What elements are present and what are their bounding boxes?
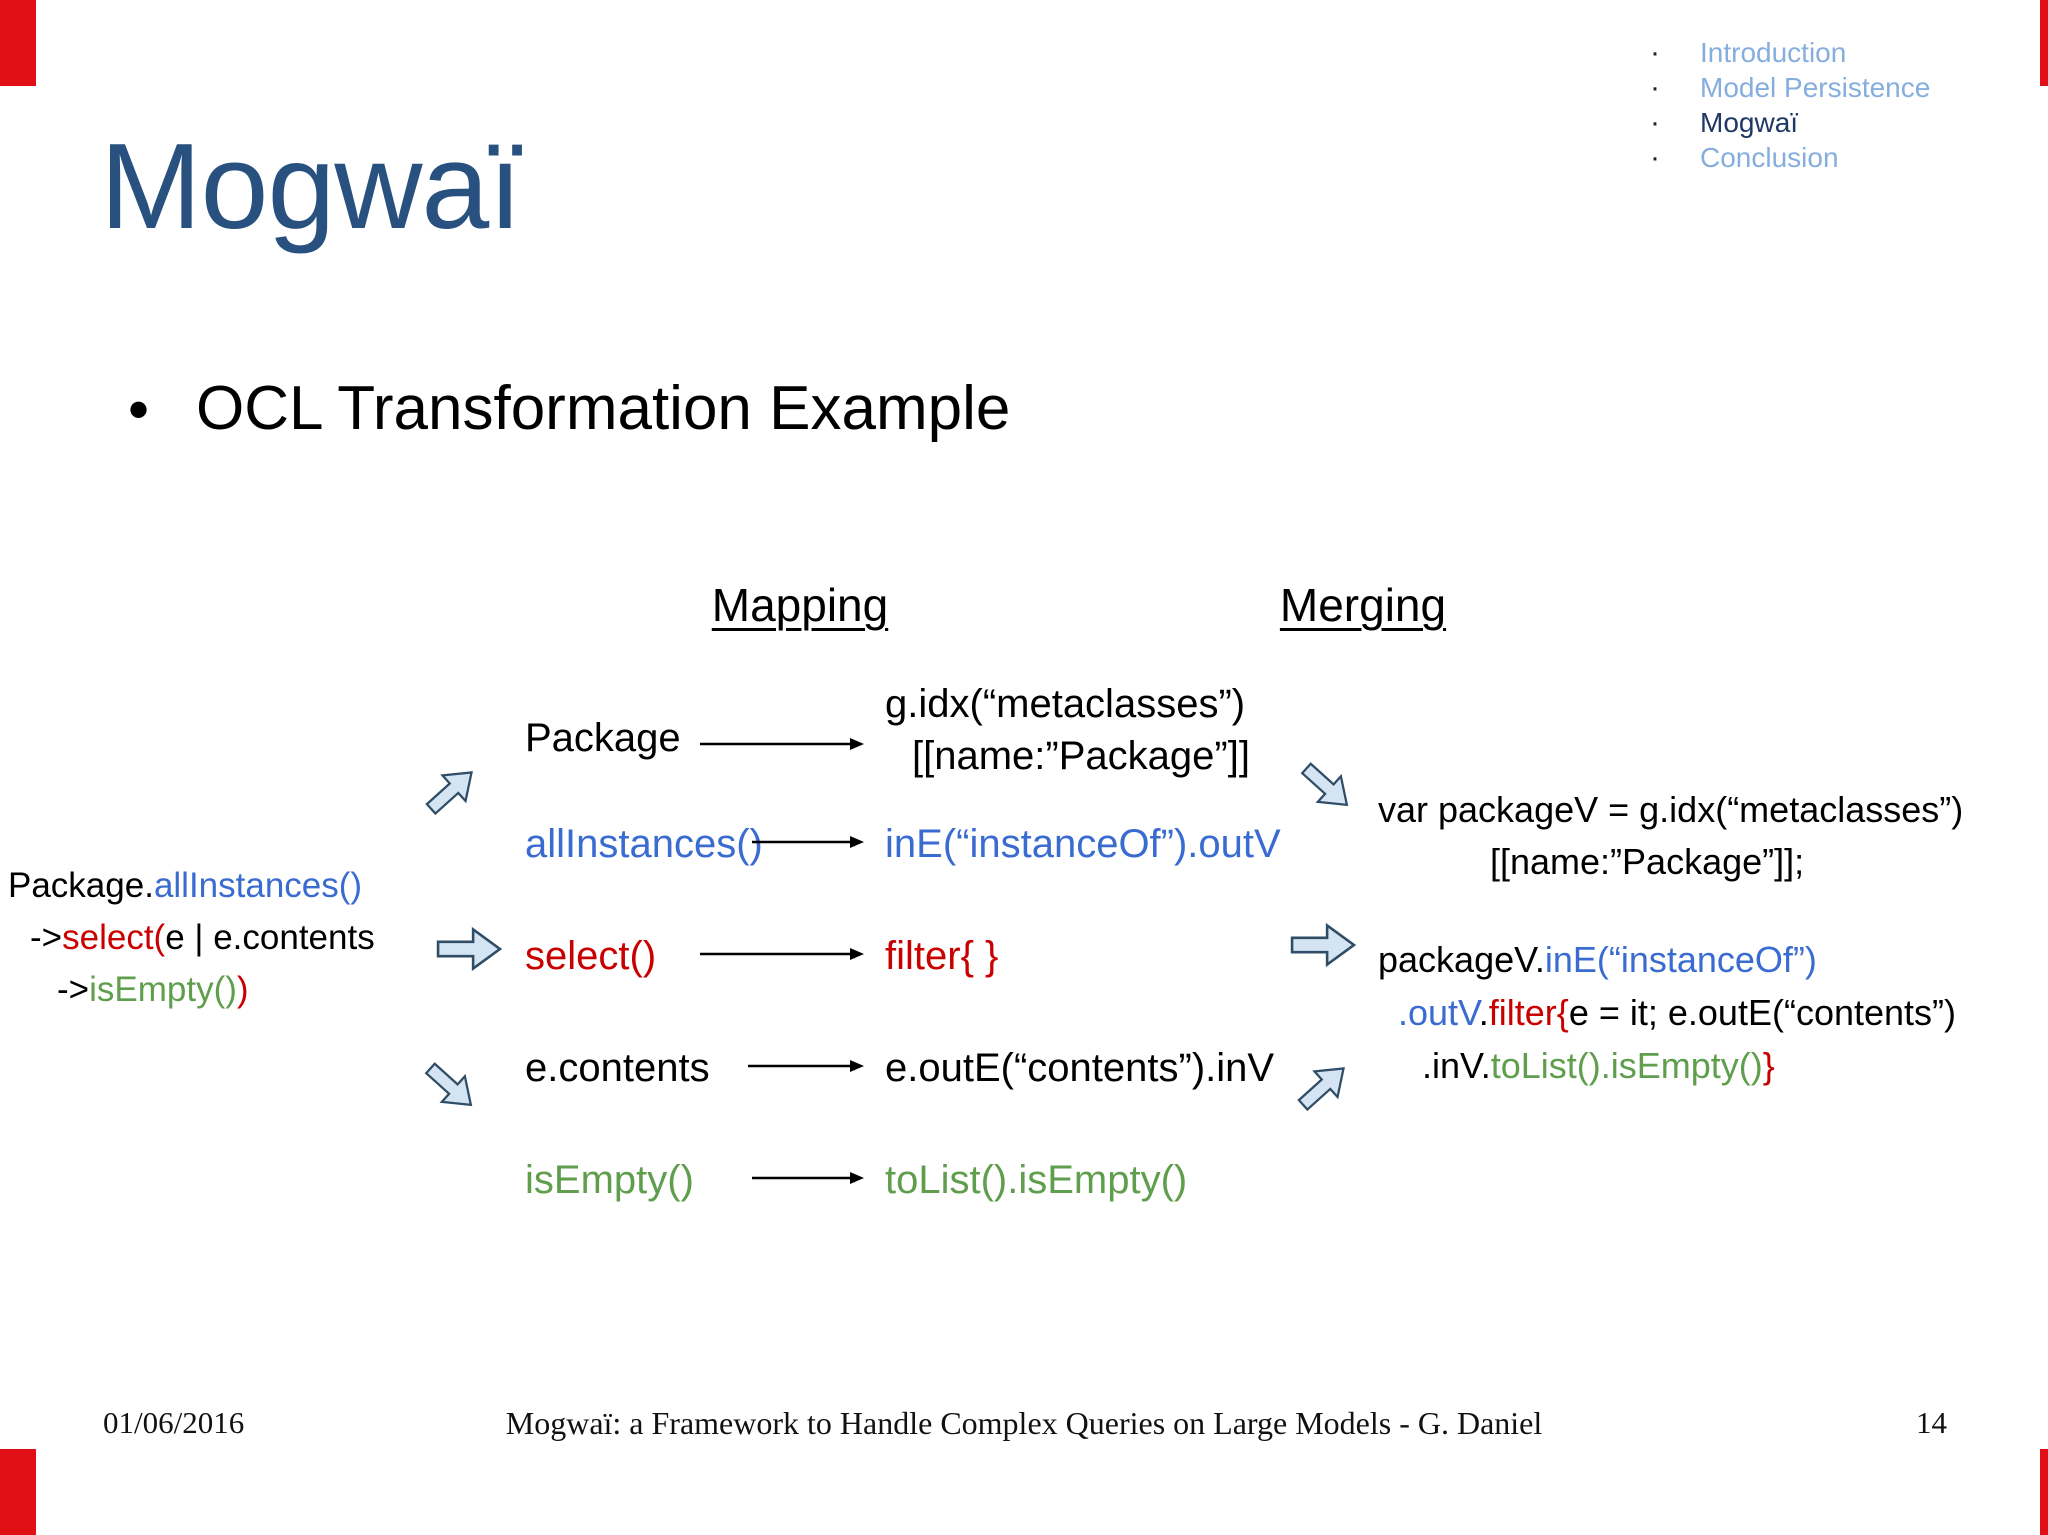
- ocl-seg: allInstances(): [153, 866, 363, 905]
- mrg-seg: .inV.: [1422, 1045, 1491, 1086]
- footer-title: Mogwaï: a Framework to Handle Complex Qu…: [505, 1405, 1543, 1441]
- corner-mark-top-right: [2040, 0, 2048, 86]
- bullet-text: OCL Transformation Example: [196, 374, 1011, 443]
- ocl-seg: e | e.contents: [165, 918, 375, 957]
- ocl-seg: ): [236, 970, 249, 1009]
- ocl-seg: Package.: [8, 866, 154, 905]
- merging-code-line-2: [[name:”Package”]];: [1490, 841, 1805, 882]
- nav-label-introduction: Introduction: [1700, 37, 1847, 68]
- nav-label-model-persistence: Model Persistence: [1700, 72, 1931, 103]
- ocl-seg: isEmpty(): [89, 970, 237, 1009]
- ocl-seg: ->: [57, 970, 90, 1009]
- nav-item-model-persistence[interactable]: · Model Persistence: [1650, 71, 2040, 105]
- mrg-seg: toList().isEmpty(): [1490, 1045, 1763, 1086]
- merging-code-line-4: .outV.filter{e = it; e.outE(“contents”): [1398, 992, 1957, 1033]
- mapping-row-right: filter{ }: [885, 934, 999, 978]
- mapping-row-left: allInstances(): [525, 822, 763, 866]
- nav-label-conclusion: Conclusion: [1700, 142, 1839, 173]
- ocl-seg: select(: [62, 918, 166, 957]
- nav-bullet-icon: ·: [1650, 141, 1660, 174]
- map-arrow-icon: [700, 948, 864, 960]
- merging-code-line-1: var packageV = g.idx(“metaclasses”): [1378, 789, 1964, 830]
- mapping-row-right: e.outE(“contents”).inV: [885, 1046, 1275, 1090]
- mapping-row-left: Package: [525, 716, 681, 760]
- mrg-seg: .outV: [1398, 992, 1479, 1033]
- nav-label-mogwai: Mogwaï: [1700, 107, 1799, 138]
- ocl-seg: ->: [30, 918, 63, 957]
- mrg-seg: }: [1762, 1045, 1775, 1086]
- map-arrow-icon: [748, 1060, 864, 1072]
- ocl-code-line-2: ->select(e | e.contents: [30, 918, 375, 957]
- page-title: Mogwaï: [100, 118, 522, 254]
- mapping-row-right: g.idx(“metaclasses”): [885, 682, 1246, 726]
- mrg-seg: filter{: [1488, 992, 1569, 1033]
- mapping-row-right: toList().isEmpty(): [885, 1158, 1188, 1202]
- merging-header: Merging: [1279, 579, 1447, 631]
- map-arrow-icon: [752, 1172, 864, 1184]
- nav-item-conclusion[interactable]: · Conclusion: [1650, 141, 2040, 175]
- footer-page-number: 14: [1916, 1405, 1947, 1440]
- mrg-seg: packageV.: [1378, 939, 1545, 980]
- mapping-row-right: inE(“instanceOf”).outV: [885, 822, 1281, 866]
- block-arrow-down-right-icon: [1288, 752, 1361, 824]
- map-arrow-icon: [752, 836, 864, 848]
- mapping-row-left: select(): [525, 934, 657, 978]
- corner-mark-top-left: [0, 0, 36, 86]
- merging-code-line-3: packageV.inE(“instanceOf”): [1378, 939, 1817, 980]
- corner-mark-bottom-left: [0, 1449, 36, 1535]
- nav-bullet-icon: ·: [1650, 106, 1660, 139]
- ocl-code-line-3: ->isEmpty()): [57, 970, 249, 1009]
- nav-bullet-icon: ·: [1650, 36, 1660, 69]
- bullet-marker-icon: •: [128, 376, 150, 443]
- ocl-code-line-1: Package.allInstances(): [8, 866, 362, 905]
- mrg-seg: e = it; e.outE(“contents”): [1568, 992, 1957, 1033]
- mapping-row-left: isEmpty(): [525, 1158, 694, 1202]
- map-arrow-icon: [700, 738, 864, 750]
- nav-item-mogwai[interactable]: · Mogwaï: [1650, 106, 2040, 140]
- merging-code-line-5: .inV.toList().isEmpty()}: [1422, 1045, 1775, 1086]
- mrg-seg: inE(“instanceOf”): [1544, 939, 1817, 980]
- block-arrow-up-right-icon: [1288, 1052, 1361, 1124]
- footer-date: 01/06/2016: [103, 1405, 245, 1440]
- block-arrow-down-right-icon: [412, 1052, 485, 1124]
- block-arrow-right-icon: [1290, 922, 1357, 973]
- corner-mark-bottom-right: [2040, 1449, 2048, 1535]
- block-arrow-right-icon: [436, 926, 503, 977]
- mapping-header: Mapping: [711, 579, 889, 631]
- block-arrow-up-right-icon: [416, 756, 489, 828]
- nav-bullet-icon: ·: [1650, 71, 1660, 104]
- mapping-row-right-line2: [[name:”Package”]]: [912, 734, 1250, 778]
- nav-item-introduction[interactable]: · Introduction: [1650, 36, 2040, 70]
- mapping-row-left: e.contents: [525, 1046, 710, 1090]
- mrg-seg: .: [1478, 992, 1489, 1033]
